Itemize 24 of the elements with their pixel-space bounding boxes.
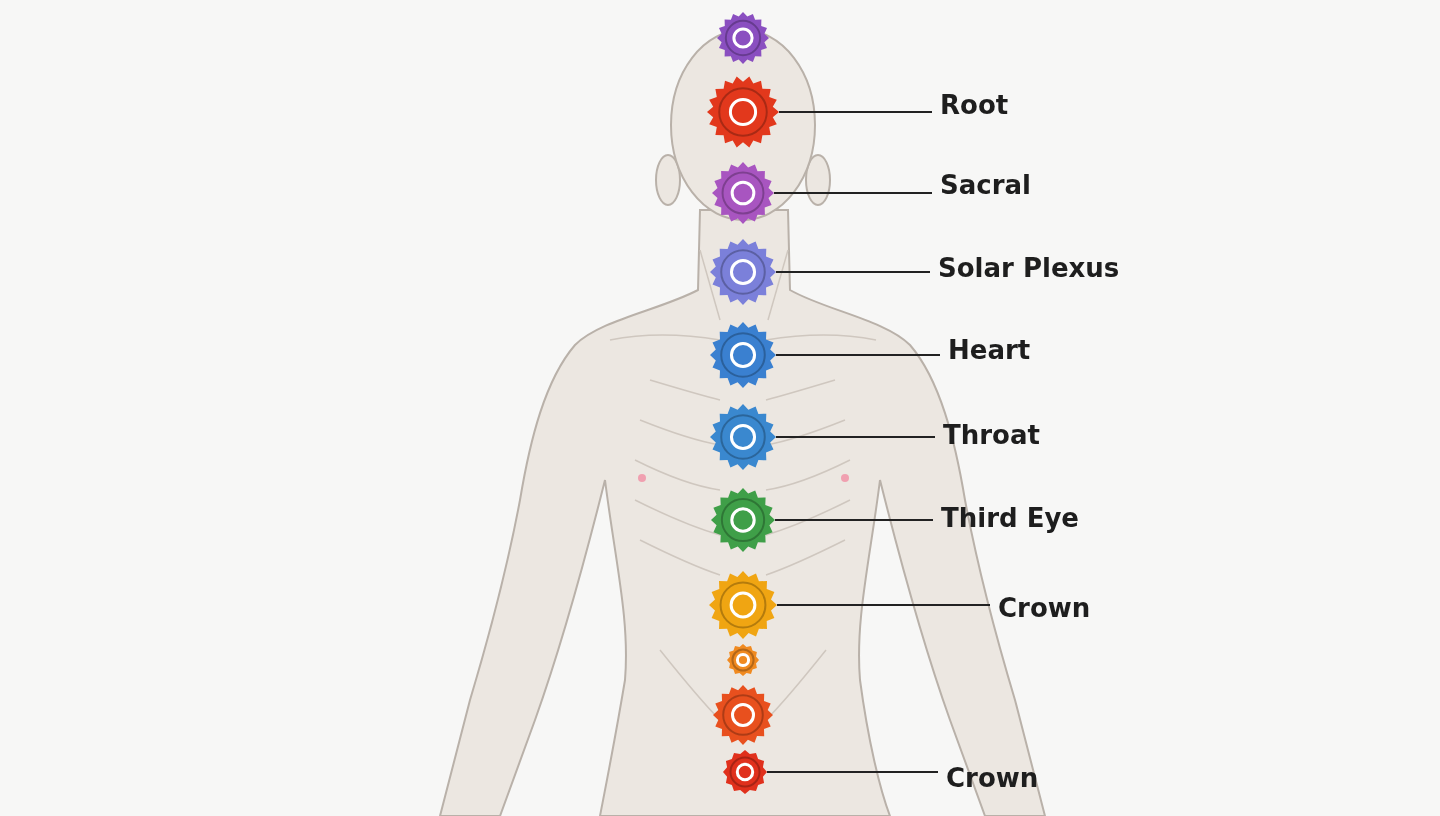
leader-line [766, 771, 939, 773]
chakra-label: Third Eye [941, 502, 1079, 534]
leader-line [775, 436, 936, 438]
leader-line [776, 604, 991, 606]
chakra-label: Heart [948, 334, 1031, 366]
chakra-label: Crown [946, 762, 1039, 794]
chakra-icon [710, 404, 776, 470]
leader-line [778, 111, 933, 113]
leader-line [773, 192, 933, 194]
chakra-icon [723, 750, 767, 794]
leader-line [775, 354, 941, 356]
chakra-icon [710, 322, 776, 388]
chakra-icon [710, 239, 776, 305]
chakra-label: Sacral [940, 169, 1031, 201]
chakra-icon [711, 488, 775, 552]
chakra-label: Root [940, 89, 1009, 121]
chakra-label: Solar Plexus [938, 252, 1120, 284]
leader-line [775, 271, 931, 273]
leader-line [774, 519, 934, 521]
chakra-icon [709, 571, 777, 639]
chakra-icon [712, 162, 774, 224]
chakra-icon [707, 76, 779, 148]
chakra-label: Throat [943, 419, 1040, 451]
chakra-label: Crown [998, 592, 1091, 624]
